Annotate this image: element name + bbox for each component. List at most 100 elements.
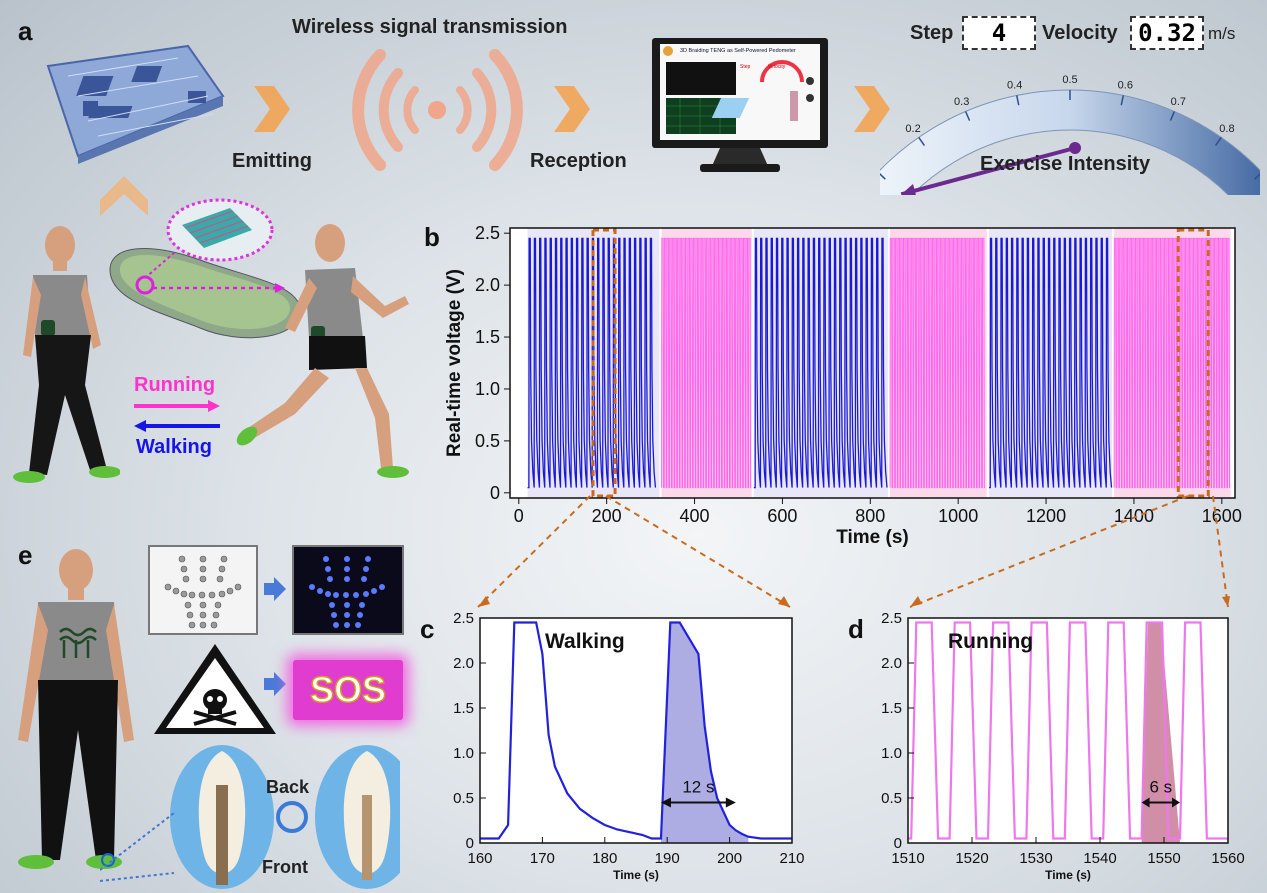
y-tick-label: 0 (466, 835, 474, 852)
y-tick-label: 1.0 (453, 745, 474, 762)
gauge-needle-head (901, 183, 916, 195)
panel-b-label: b (424, 222, 440, 252)
x-tick-label: 190 (655, 850, 680, 867)
gauge-tick (964, 111, 971, 121)
chevron-right-icon (254, 86, 290, 132)
running-signal (889, 237, 985, 489)
gauge-tick-label: 0.5 (1062, 74, 1077, 86)
span-arrowhead-left (660, 797, 671, 808)
y-tick-label: 2.0 (881, 655, 902, 672)
walking-signal (988, 237, 1113, 489)
y-tick-label: 2.5 (881, 610, 902, 627)
x-tick-label: 1400 (1114, 506, 1154, 526)
zoom-box (591, 228, 617, 498)
walking-line (480, 621, 792, 840)
gauge-tick (1120, 95, 1125, 106)
gauge-tick (1169, 111, 1176, 121)
led-pattern-off-image (148, 545, 258, 635)
y-tick-label: 0.5 (475, 431, 500, 451)
exercise-intensity-gauge: 00.10.20.30.40.50.60.70.80.91 Exercise I… (880, 74, 1260, 195)
x-tick-label: 800 (855, 506, 885, 526)
walking-label: Walking (136, 436, 212, 458)
plot-frame (907, 617, 1229, 844)
wireless-title: Wireless signal transmission (292, 16, 568, 38)
gauge-title: Exercise Intensity (980, 153, 1151, 175)
y-tick-label: 1.5 (453, 700, 474, 717)
x-axis-label: Time (s) (613, 868, 659, 882)
x-axis-label: Time (s) (836, 527, 909, 548)
gauge-tick (918, 136, 926, 147)
running-signal (1113, 237, 1231, 489)
x-tick-label: 170 (530, 850, 555, 867)
monitor-icon: 3D Braiding TENG as Self-Powered Pedomet… (652, 38, 828, 172)
y-tick-label: 1.5 (881, 700, 902, 717)
running-person-figure (236, 224, 409, 478)
span-label: 6 s (1149, 778, 1172, 797)
reception-label: Reception (530, 150, 627, 172)
velocity-label: Velocity (1042, 22, 1118, 44)
plot-area (480, 618, 792, 843)
gauge-tick-label: 0.6 (1118, 80, 1133, 92)
insole-sensor-illustration (109, 198, 301, 339)
chevron-right-icon (554, 86, 590, 132)
chevron-up-icon (100, 176, 148, 216)
x-tick-label: 0 (514, 506, 524, 526)
x-tick-label: 1550 (1147, 850, 1180, 867)
x-tick-label: 1540 (1083, 850, 1116, 867)
running-label: Running (134, 374, 216, 396)
panel-a-label: a (18, 16, 33, 46)
sos-text: SOS (309, 668, 387, 711)
gauge-tick (1214, 136, 1222, 147)
y-axis-label: Real-time voltage (V) (444, 269, 465, 457)
emitting-label: Emitting (232, 150, 312, 172)
running-signal (661, 237, 752, 489)
y-tick-label: 0.5 (881, 790, 902, 807)
sos-display: SOS (293, 660, 403, 720)
arrow-right-icon (264, 672, 286, 696)
x-tick-label: 210 (779, 850, 804, 867)
skull-warning-icon (154, 644, 276, 734)
walking-signal (527, 237, 657, 489)
x-tick-label: 1560 (1211, 850, 1244, 867)
gauge-tick (1254, 173, 1260, 180)
walking-person-figure (13, 226, 120, 483)
step-label: Step (910, 22, 954, 44)
x-tick-label: 200 (717, 850, 742, 867)
chevron-right-icon (854, 86, 890, 132)
x-tick-label: 1600 (1202, 506, 1242, 526)
circuit-board-icon (46, 44, 225, 164)
chart-title: Walking (545, 630, 625, 653)
front-label: Front (262, 857, 308, 877)
x-axis-label: Time (s) (1045, 868, 1091, 882)
y-tick-label: 2.5 (453, 610, 474, 627)
gauge-tick-label: 0.7 (1171, 96, 1186, 108)
chart-title: Running (948, 630, 1033, 653)
panel-e-label: e (18, 540, 33, 570)
monitor-velocity: Velocity (768, 64, 786, 70)
span-arrowhead-left (1141, 797, 1150, 808)
zoom-box (1176, 228, 1210, 498)
y-tick-label: 2.0 (453, 655, 474, 672)
panel-d-label: d (848, 614, 864, 644)
gauge-tick-label: 0.2 (905, 123, 920, 135)
standing-person-figure (18, 549, 134, 869)
gauge-tick-label: 0.3 (954, 96, 969, 108)
arrow-right-icon (264, 577, 286, 601)
y-tick-label: 2.5 (475, 223, 500, 243)
y-tick-label: 0 (894, 835, 902, 852)
led-pattern-on-image (292, 545, 404, 635)
y-tick-label: 1.5 (475, 327, 500, 347)
velocity-value-field: 0.32 (1130, 16, 1204, 50)
plot-frame (479, 617, 793, 844)
x-tick-label: 1200 (1026, 506, 1066, 526)
gauge-hub (1069, 142, 1081, 154)
y-tick-label: 0.5 (453, 790, 474, 807)
y-tick-label: 0 (490, 483, 500, 503)
monitor-title: 3D Braiding TENG as Self-Powered Pedomet… (680, 48, 796, 54)
back-label: Back (266, 777, 310, 797)
x-tick-label: 1510 (891, 850, 924, 867)
span-arrowhead-right (1172, 797, 1180, 808)
